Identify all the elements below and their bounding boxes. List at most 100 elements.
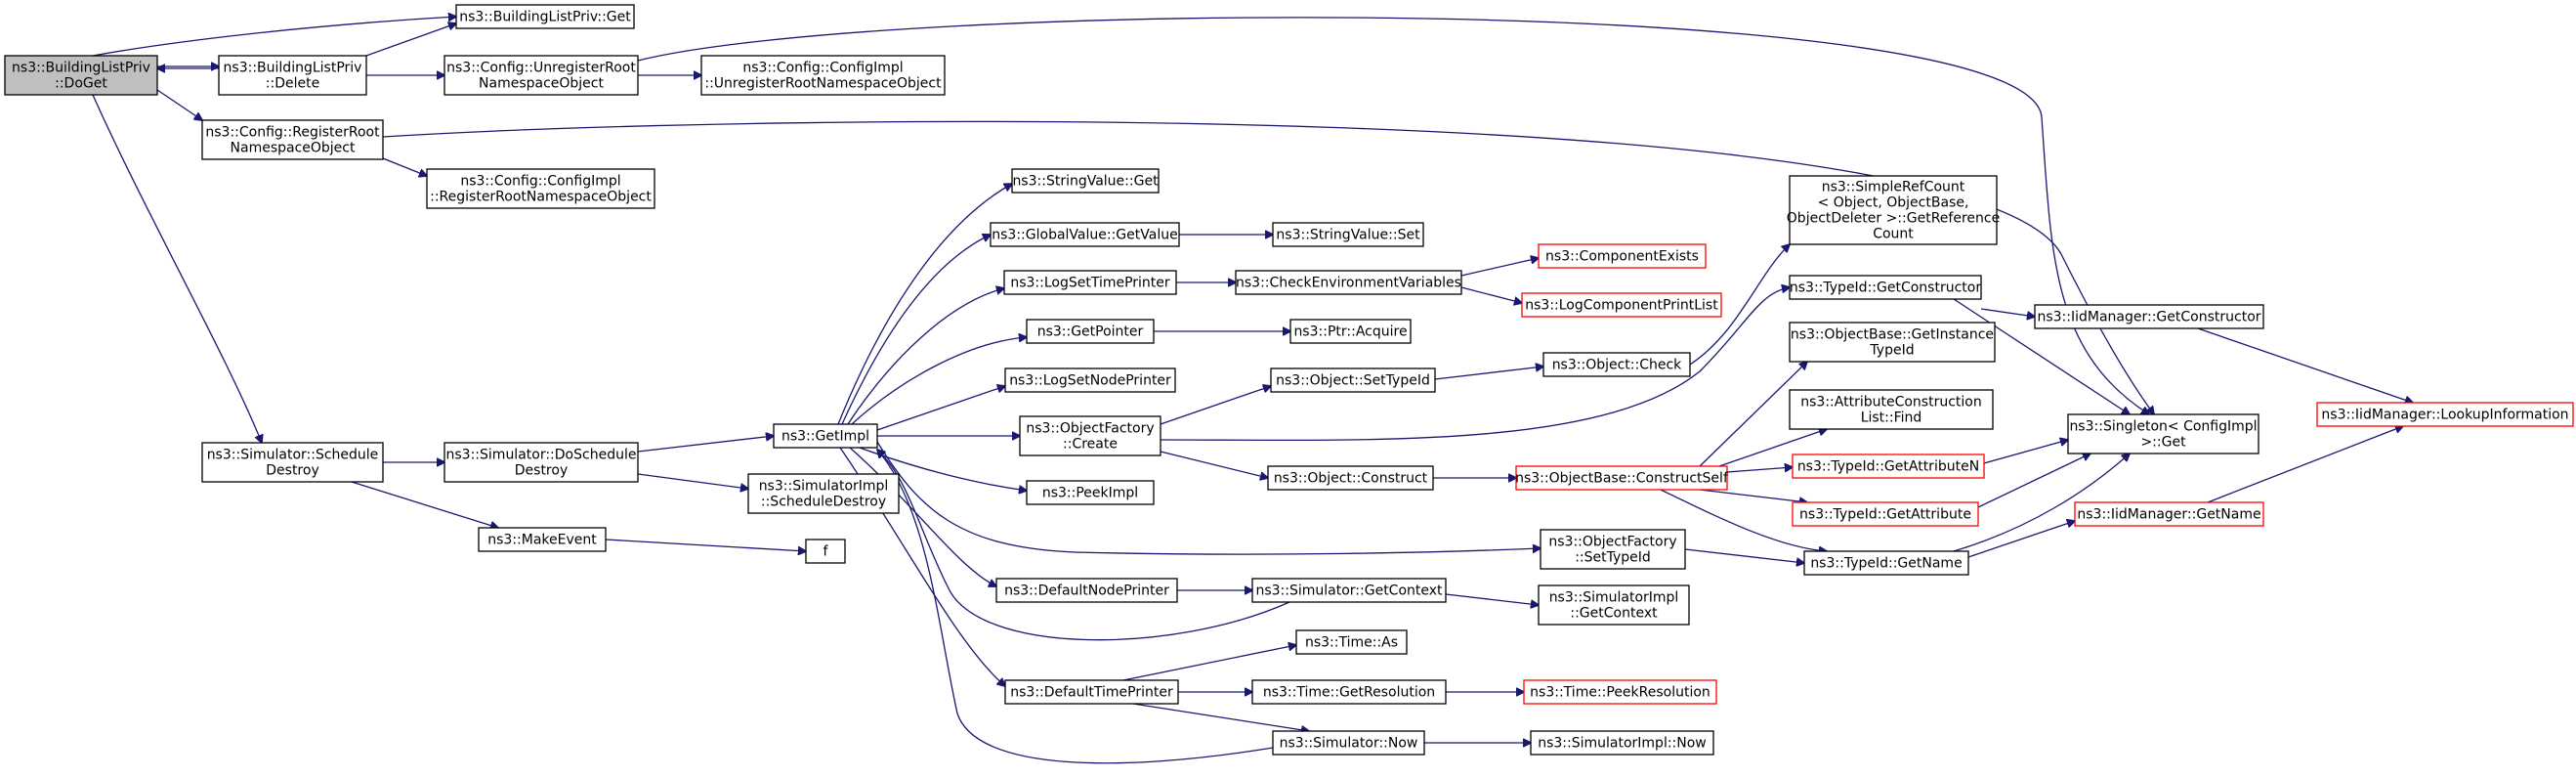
node-box [1789, 389, 1994, 430]
node-cfg-unreg[interactable]: ns3::Config::UnregisterRootNamespaceObje… [443, 55, 639, 96]
edge-cfg_unreg-singleton_get [637, 17, 2149, 414]
node-blp-get[interactable]: ns3::BuildingListPriv::Get [455, 4, 635, 29]
node-box [455, 4, 635, 29]
node-iidmanager-getname[interactable]: ns3::IidManager::GetName [2074, 501, 2264, 527]
node-label: ns3::LogSetNodePrinter [1009, 373, 1171, 389]
node-box [1026, 319, 1155, 344]
node-label: ::RegisterRootNamespaceObject [430, 190, 652, 205]
node-stringvalue-get[interactable]: ns3::StringValue::Get [1011, 168, 1160, 194]
node-checkenv[interactable]: ns3::CheckEnvironmentVariables [1235, 270, 1462, 295]
node-logcomponentprintlist[interactable]: ns3::LogComponentPrintList [1521, 292, 1722, 318]
node-label: >::Get [2140, 435, 2186, 451]
node-label: ns3::SimulatorImpl [759, 479, 889, 495]
node-logsettimeprinter[interactable]: ns3::LogSetTimePrinter [1003, 270, 1177, 295]
node-cfgimpl-reg[interactable]: ns3::Config::ConfigImpl::RegisterRootNam… [426, 168, 655, 209]
node-label: ns3::Simulator::GetContext [1255, 584, 1443, 599]
node-label: ns3::BuildingListPriv::Get [459, 10, 631, 25]
node-label: ns3::TypeId::GetConstructor [1790, 281, 1981, 296]
node-label: ns3::DefaultTimePrinter [1010, 685, 1173, 701]
node-simimpl-schedule-destroy[interactable]: ns3::SimulatorImpl::ScheduleDestroy [747, 473, 900, 514]
node-label: f [823, 544, 829, 560]
node-getpointer[interactable]: ns3::GetPointer [1026, 319, 1155, 344]
node-label: ns3::GetImpl [781, 429, 869, 445]
node-iidmanager-lookupinformation[interactable]: ns3::IidManager::LookupInformation [2316, 402, 2574, 427]
node-label: ns3::IidManager::LookupInformation [2321, 408, 2568, 423]
node-box [1523, 679, 1717, 705]
node-box [1803, 550, 1969, 576]
node-label: ns3::CheckEnvironmentVariables [1236, 276, 1461, 291]
node-objectfactory-settypeid[interactable]: ns3::ObjectFactory::SetTypeId [1540, 529, 1686, 570]
node-peekimpl[interactable]: ns3::PeekImpl [1026, 480, 1155, 505]
edge-checkenv-componentexists [1460, 258, 1539, 277]
edge-cfg_reg-cfgimpl_reg [382, 157, 427, 176]
node-object-construct[interactable]: ns3::Object::Construct [1267, 465, 1434, 491]
node-typeid-getattribute[interactable]: ns3::TypeId::GetAttribute [1792, 501, 1979, 527]
node-label: ns3::LogComponentPrintList [1525, 298, 1718, 314]
node-label: ns3::StringValue::Set [1276, 228, 1420, 243]
node-object-settypeid[interactable]: ns3::Object::SetTypeId [1270, 367, 1436, 393]
node-box [1521, 292, 1722, 318]
node-time-getresolution[interactable]: ns3::Time::GetResolution [1251, 679, 1447, 705]
edge-typeid_getattributen-singleton_get [1983, 440, 2068, 464]
node-sim-now[interactable]: ns3::Simulator::Now [1272, 730, 1425, 756]
edge-objectbase_constructself-typeid_getattribute [1699, 489, 1807, 502]
node-singleton-get[interactable]: ns3::Singleton< ConfigImpl >::Get [2067, 413, 2259, 454]
node-label: ns3::MakeEvent [487, 533, 597, 548]
node-label: ns3::Object::SetTypeId [1276, 373, 1430, 389]
node-cfg-reg[interactable]: ns3::Config::RegisterRootNamespaceObject [201, 119, 384, 160]
node-box [443, 442, 639, 483]
edge-getimpl-objectfactory_settypeid [876, 441, 1541, 555]
node-object-check[interactable]: ns3::Object::Check [1542, 352, 1691, 377]
node-doget[interactable]: ns3::BuildingListPriv::DoGet [4, 55, 158, 96]
node-label: ns3::TypeId::GetAttributeN [1797, 459, 1979, 475]
node-blp-delete[interactable]: ns3::BuildingListPriv::Delete [218, 55, 367, 96]
node-time-peekresolution[interactable]: ns3::Time::PeekResolution [1523, 679, 1717, 705]
node-label: ns3::Time::PeekResolution [1530, 685, 1710, 701]
edge-typeid_getconstructor-singleton_get [1953, 298, 2130, 414]
node-typeid-getname[interactable]: ns3::TypeId::GetName [1803, 550, 1969, 576]
node-componentexists[interactable]: ns3::ComponentExists [1538, 243, 1707, 269]
node-label: List::Find [1861, 411, 1922, 426]
node-defaulttimeprinter[interactable]: ns3::DefaultTimePrinter [1004, 679, 1179, 705]
node-getimpl[interactable]: ns3::GetImpl [773, 423, 878, 449]
node-box [201, 442, 384, 483]
node-objectbase-constructself[interactable]: ns3::ObjectBase::ConstructSelf [1515, 465, 1729, 491]
node-typeid-getattributen[interactable]: ns3::TypeId::GetAttributeN [1792, 454, 1985, 479]
edge-getimpl-stringvalue_get [837, 184, 1012, 425]
node-label: ns3::LogSetTimePrinter [1010, 276, 1170, 291]
node-box [1792, 501, 1979, 527]
node-label: ns3::Config::UnregisterRoot [446, 61, 636, 76]
edge-sim_doschedule_destroy-simimpl_schedule_destroy [637, 473, 748, 489]
node-make-event[interactable]: ns3::MakeEvent [478, 527, 607, 552]
node-iidmanager-getconstructor[interactable]: ns3::IidManager::GetConstructor [2034, 304, 2264, 329]
node-simplerefcount[interactable]: ns3::SimpleRefCount< Object, ObjectBase,… [1787, 175, 2000, 245]
node-label: ns3::PeekImpl [1042, 486, 1138, 501]
node-typeid-getconstructor[interactable]: ns3::TypeId::GetConstructor [1789, 275, 1982, 300]
edge-make_event-f [605, 539, 806, 551]
node-label: ns3::ObjectBase::GetInstance [1791, 327, 1994, 343]
node-label: TypeId [1869, 343, 1914, 359]
node-simimpl-now[interactable]: ns3::SimulatorImpl::Now [1530, 730, 1714, 756]
node-label: ns3::ObjectFactory [1548, 535, 1676, 550]
edge-objectbase_constructself-typeid_getname [1660, 489, 1827, 551]
node-label: ns3::SimulatorImpl [1549, 590, 1679, 606]
node-f[interactable]: f [805, 539, 846, 564]
node-ptr-acquire[interactable]: ns3::Ptr::Acquire [1289, 319, 1412, 344]
node-objectfactory-create[interactable]: ns3::ObjectFactory::Create [1019, 415, 1161, 456]
node-cfgimpl-unreg[interactable]: ns3::Config::ConfigImpl::UnregisterRootN… [700, 55, 946, 96]
node-simimpl-getcontext[interactable]: ns3::SimulatorImpl::GetContext [1538, 584, 1690, 626]
node-sim-schedule-destroy[interactable]: ns3::Simulator::ScheduleDestroy [201, 442, 384, 483]
node-sim-getcontext[interactable]: ns3::Simulator::GetContext [1251, 578, 1447, 603]
node-box [1272, 222, 1424, 247]
node-stringvalue-set[interactable]: ns3::StringValue::Set [1272, 222, 1424, 247]
node-box [1295, 629, 1408, 655]
node-label: ns3::Time::As [1305, 635, 1398, 651]
node-globalvalue-getvalue[interactable]: ns3::GlobalValue::GetValue [990, 222, 1180, 247]
node-label: ns3::Simulator::Schedule [207, 448, 379, 463]
node-defaultnodeprinter[interactable]: ns3::DefaultNodePrinter [995, 578, 1178, 603]
node-logsetnodeprinter[interactable]: ns3::LogSetNodePrinter [1004, 367, 1176, 393]
node-time-as[interactable]: ns3::Time::As [1295, 629, 1408, 655]
